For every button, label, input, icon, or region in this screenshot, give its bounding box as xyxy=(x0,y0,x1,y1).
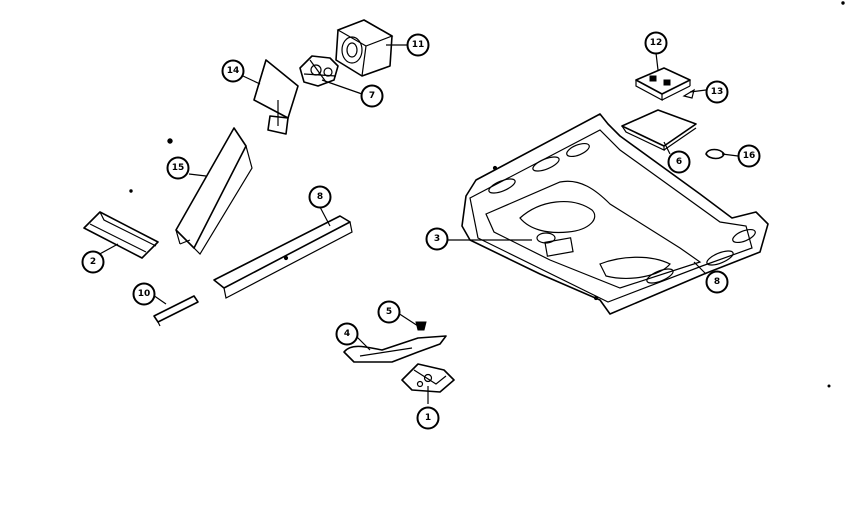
part-1-latch xyxy=(401,363,455,393)
callout-7: 7 xyxy=(360,84,384,108)
callout-11-label: 11 xyxy=(412,40,425,50)
callout-15-label: 15 xyxy=(172,163,185,173)
callout-8-tray: 8 xyxy=(705,270,729,294)
part-12-module xyxy=(635,67,691,102)
callout-7-label: 7 xyxy=(369,91,375,101)
callout-11: 11 xyxy=(406,33,430,57)
part-6-plate xyxy=(621,109,697,151)
callout-14-label: 14 xyxy=(227,66,240,76)
edge-dot xyxy=(827,384,831,388)
callout-5-label: 5 xyxy=(386,307,392,317)
part-13-clip xyxy=(682,88,695,99)
callout-10: 10 xyxy=(132,282,156,306)
callout-13-label: 13 xyxy=(711,87,724,97)
part-15-channel xyxy=(175,127,253,255)
part-5-screw xyxy=(415,321,427,331)
callout-6: 6 xyxy=(667,150,691,174)
part-10-strip xyxy=(153,295,199,327)
corner-dot xyxy=(841,1,845,5)
callout-4: 4 xyxy=(335,322,359,346)
callout-3-label: 3 xyxy=(434,234,440,244)
callout-3: 3 xyxy=(425,227,449,251)
callout-12-label: 12 xyxy=(650,38,663,48)
callout-8-rail: 8 xyxy=(308,185,332,209)
callout-13: 13 xyxy=(705,80,729,104)
callout-8-rail-label: 8 xyxy=(317,192,323,202)
part-4-latch-arm xyxy=(343,335,447,363)
callout-16: 16 xyxy=(737,144,761,168)
callout-5: 5 xyxy=(377,300,401,324)
part-2-bracket xyxy=(83,211,159,259)
callout-10-label: 10 xyxy=(138,289,151,299)
callout-16-label: 16 xyxy=(743,151,756,161)
part-11-box xyxy=(335,19,394,77)
small-dot xyxy=(129,189,133,193)
part-16-cap xyxy=(705,148,725,160)
callout-15: 15 xyxy=(166,156,190,180)
callout-6-label: 6 xyxy=(676,157,682,167)
oven-bottom-tray xyxy=(461,113,769,315)
part-7-valve xyxy=(299,55,339,87)
callout-1: 1 xyxy=(416,406,440,430)
small-screw xyxy=(167,138,173,144)
callout-1-label: 1 xyxy=(425,413,431,423)
callout-4-label: 4 xyxy=(344,329,350,339)
callout-2: 2 xyxy=(81,250,105,274)
part-14-shield xyxy=(253,59,299,135)
callout-14: 14 xyxy=(221,59,245,83)
callout-12: 12 xyxy=(644,31,668,55)
callout-8-tray-label: 8 xyxy=(714,277,720,287)
part-9-rail xyxy=(213,215,353,299)
callout-2-label: 2 xyxy=(90,257,96,267)
